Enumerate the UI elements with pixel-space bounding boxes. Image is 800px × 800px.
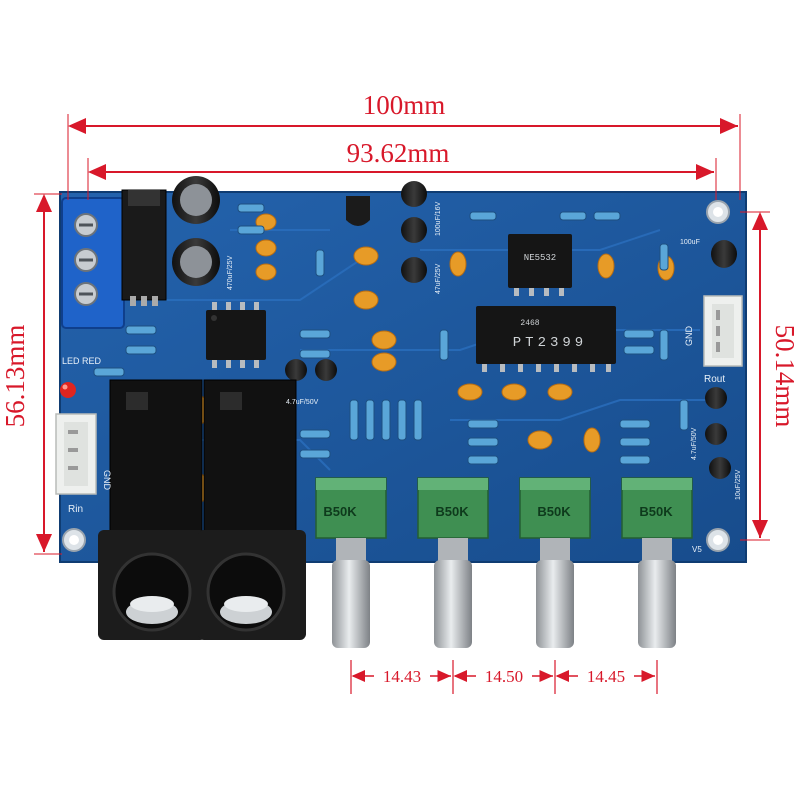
dimension-overall-width: 100mm [67,90,741,200]
left-height-label: 56.13mm [0,325,30,428]
cap-470-label: 470uF/25V [227,255,234,290]
pot-2-label: B50K [435,504,469,519]
pot-3-label: B50K [537,504,571,519]
dimension-hole-spacing: 93.62mm [87,138,717,200]
ic-part-number: PT2399 [513,335,587,351]
led-label: LED RED [62,356,102,366]
cap-10-label: 10uF/25V [735,469,742,500]
cap-47-50-label: 4.7uF/50V [286,399,319,406]
mic-jack-right [198,379,306,640]
pot-spacing-3: 14.45 [587,667,625,686]
dimension-right-height: 50.14mm [740,211,800,541]
potentiometer-2: B50K [417,477,489,648]
silkscreen-labels: LED RED GND Rin GND Rout 470uF/25V 100uF… [62,201,742,554]
v5-label: V5 [692,545,702,554]
pot-spacing-2: 14.50 [485,667,523,686]
led-red [60,382,76,398]
potentiometer-3: B50K [519,477,591,648]
dimension-pot-spacing: 14.43 14.50 14.45 [350,660,658,694]
op-amp-top: NE5532 [508,234,572,296]
cap-small-label: 4.7uF/50V [691,427,698,460]
cap-100-label: 100uF [680,239,700,246]
pot-spacing-1: 14.43 [383,667,421,686]
gnd-right-label: GND [684,326,694,347]
transistor [346,196,370,226]
op-amp-left [206,302,266,368]
output-connector [703,295,743,367]
rin-label: Rin [68,504,83,515]
width-label: 100mm [363,90,446,120]
mic-jack-left [98,379,206,640]
pot-1-label: B50K [323,504,357,519]
pot-4-label: B50K [639,504,673,519]
potentiometer-1: B50K [315,477,387,648]
op-amp-top-label: NE5532 [524,253,556,263]
electrolytic-capacitors [172,176,737,479]
input-connector [55,413,97,495]
cap-100-16-label: 100uF/16V [435,201,442,236]
pt2399-ic: 2468 PT2399 [476,306,616,372]
right-height-label: 50.14mm [770,325,800,428]
hole-spacing-label: 93.62mm [347,138,450,168]
screw-terminal [61,197,125,329]
cap-47-label: 47uF/25V [435,263,442,294]
ic-date-code: 2468 [520,319,539,328]
resistors [93,203,689,465]
gnd-left-label: GND [102,470,112,491]
dimension-left-height: 56.13mm [0,193,62,555]
voltage-regulator [121,189,167,306]
potentiometer-4: B50K [621,477,693,648]
rout-label: Rout [704,374,725,385]
